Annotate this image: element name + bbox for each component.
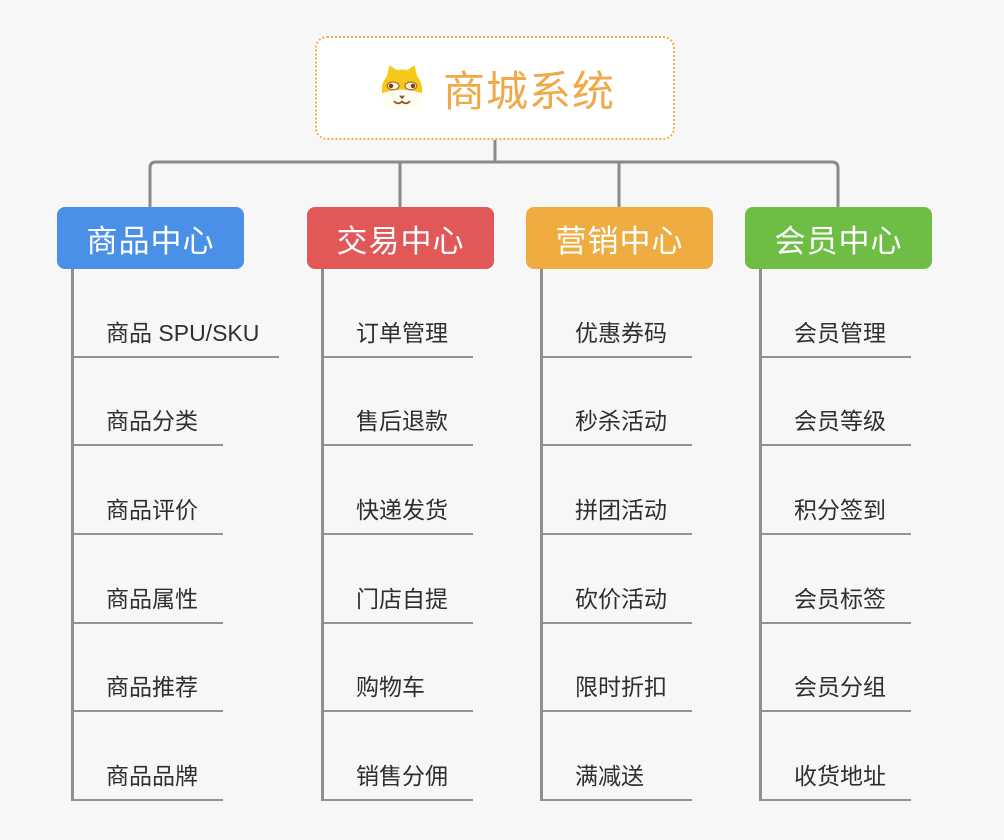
- leaf-node[interactable]: 门店自提: [321, 535, 473, 624]
- leaf-node[interactable]: 收货地址: [759, 712, 911, 802]
- leaf-node[interactable]: 销售分佣: [321, 712, 473, 802]
- branch-label: 商品中心: [86, 223, 215, 259]
- leaf-node[interactable]: 积分签到: [759, 446, 911, 536]
- root-title: 商城系统: [442, 67, 615, 115]
- trunk-line: [540, 269, 543, 801]
- branch-node-product-center[interactable]: 商品中心: [57, 207, 244, 269]
- trunk-line: [321, 269, 324, 801]
- leaf-node[interactable]: 订单管理: [321, 269, 473, 358]
- leaf-node[interactable]: 购物车: [321, 624, 473, 713]
- leaf-node[interactable]: 限时折扣: [540, 624, 692, 713]
- trunk-line: [71, 269, 74, 801]
- leaf-node[interactable]: 商品属性: [71, 535, 223, 624]
- branch-children-product-center: 商品 SPU/SKU 商品分类 商品评价 商品属性 商品推荐 商品品牌: [71, 269, 280, 802]
- branch-label: 交易中心: [336, 223, 465, 259]
- leaf-node[interactable]: 优惠券码: [540, 269, 692, 358]
- leaf-node[interactable]: 商品评价: [71, 446, 223, 536]
- leaf-node[interactable]: 会员分组: [759, 624, 911, 713]
- branch-node-marketing-center[interactable]: 营销中心: [526, 207, 713, 269]
- branch-children-member-center: 会员管理 会员等级 积分签到 会员标签 会员分组 收货地址: [759, 269, 911, 802]
- branch-rail-line: [148, 160, 840, 208]
- root-node[interactable]: 商城系统: [315, 36, 675, 140]
- trunk-line: [759, 269, 762, 801]
- branch-node-trade-center[interactable]: 交易中心: [307, 207, 494, 269]
- leaf-node[interactable]: 会员标签: [759, 535, 911, 624]
- leaf-node[interactable]: 快递发货: [321, 446, 473, 536]
- branch-children-trade-center: 订单管理 售后退款 快递发货 门店自提 购物车 销售分佣: [321, 269, 473, 802]
- doge-icon: [381, 65, 423, 111]
- branch-children-marketing-center: 优惠券码 秒杀活动 拼团活动 砍价活动 限时折扣 满减送: [540, 269, 692, 802]
- leaf-node[interactable]: 商品推荐: [71, 624, 223, 713]
- leaf-node[interactable]: 秒杀活动: [540, 358, 692, 447]
- leaf-node[interactable]: 满减送: [540, 712, 692, 802]
- leaf-node[interactable]: 售后退款: [321, 358, 473, 447]
- branch-label: 会员中心: [774, 223, 903, 259]
- leaf-node[interactable]: 砍价活动: [540, 535, 692, 624]
- branch-node-member-center[interactable]: 会员中心: [745, 207, 932, 269]
- leaf-node[interactable]: 会员等级: [759, 358, 911, 447]
- branch-label: 营销中心: [555, 223, 684, 259]
- leaf-node[interactable]: 商品品牌: [71, 712, 223, 802]
- leaf-node[interactable]: 会员管理: [759, 269, 911, 358]
- leaf-node[interactable]: 商品 SPU/SKU: [71, 269, 280, 358]
- leaf-node[interactable]: 商品分类: [71, 358, 223, 447]
- leaf-node[interactable]: 拼团活动: [540, 446, 692, 536]
